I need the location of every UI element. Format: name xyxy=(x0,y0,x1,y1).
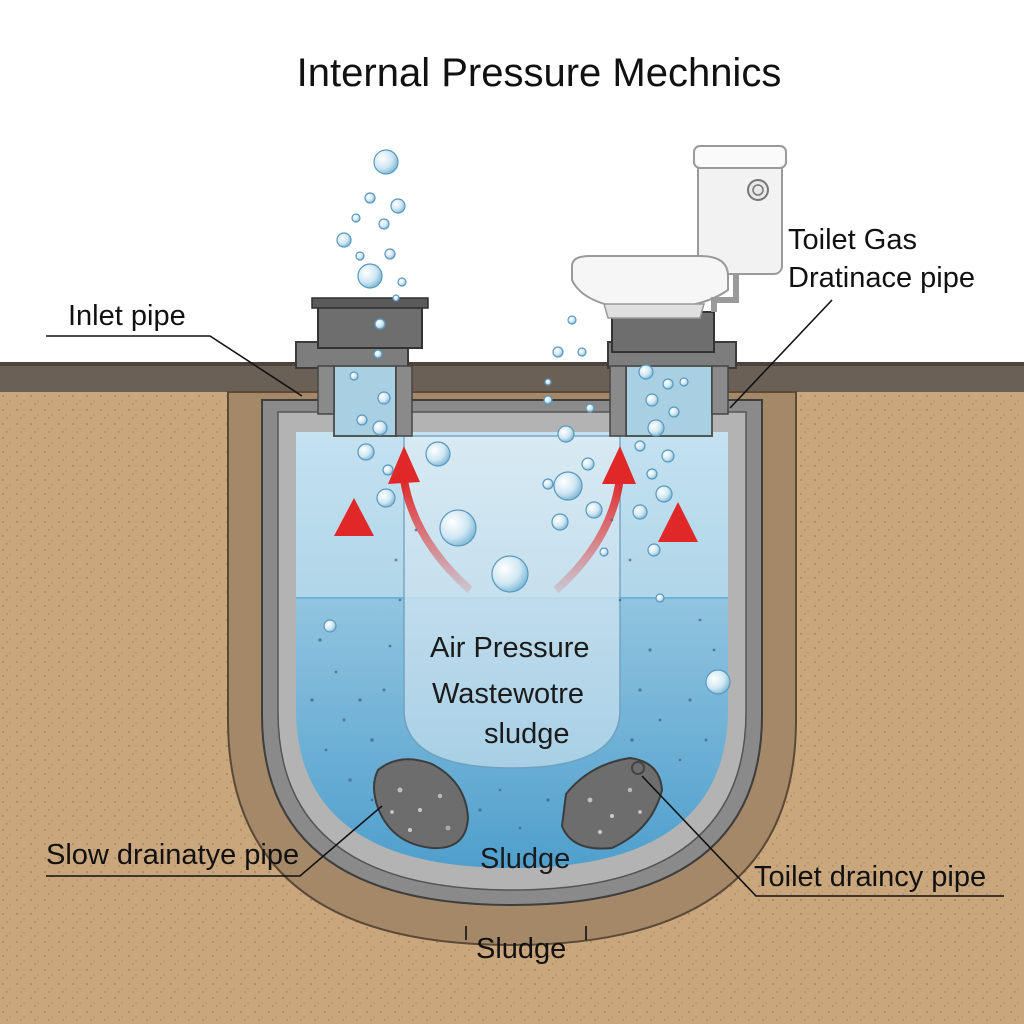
pressure-arrows xyxy=(334,446,698,690)
label-toilet-gas: Toilet Gas xyxy=(788,224,917,256)
label-toilet-drainage-pipe: Toilet draincy pipe xyxy=(754,861,986,893)
diagram-title: Internal Pressure Mechnics xyxy=(297,51,782,95)
toilet-icon xyxy=(571,145,787,319)
ground-surface xyxy=(0,362,1024,392)
label-sludge-bottom: Sludge xyxy=(476,933,566,965)
pressure-arrowhead-left xyxy=(334,498,374,536)
label-inlet-pipe: Inlet pipe xyxy=(68,300,186,332)
leader-inlet-pipe xyxy=(46,335,303,397)
pressure-arrowhead-right xyxy=(658,502,698,542)
label-drainage-pipe: Dratinace pipe xyxy=(788,262,975,294)
leader-toilet-drainage xyxy=(641,775,1004,897)
pressure-arrow-left-curve xyxy=(400,479,473,593)
toilet-gas-drainage-pipe xyxy=(607,311,737,437)
label-air-pressure: Air Pressure xyxy=(430,632,590,664)
sludge-right xyxy=(560,756,664,850)
gas-bubbles xyxy=(323,149,731,695)
label-slow-drainage-pipe: Slow drainatye pipe xyxy=(46,839,299,871)
leader-toilet-gas xyxy=(729,299,833,409)
bracket-sludge-bottom xyxy=(465,926,587,940)
suspended-particles xyxy=(310,518,716,830)
leader-slow-drainage xyxy=(46,805,383,877)
label-wastewater-sludge: sludge xyxy=(484,718,569,750)
pressure-arrow-right-curve xyxy=(553,477,624,593)
sludge-left xyxy=(373,758,470,850)
label-sludge-inner: Sludge xyxy=(480,843,570,875)
label-wastewater: Wastewotre xyxy=(432,678,584,710)
